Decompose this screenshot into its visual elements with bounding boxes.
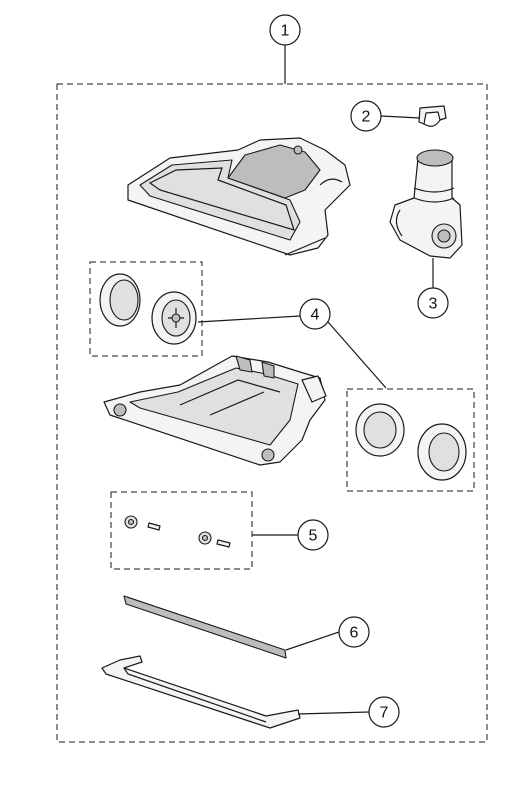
svg-text:3: 3 bbox=[429, 296, 438, 313]
rear-bar-part bbox=[101, 655, 301, 729]
bumper-strip-part bbox=[123, 595, 287, 659]
top-cover-part bbox=[127, 137, 351, 256]
svg-text:5: 5 bbox=[309, 528, 318, 545]
svg-text:2: 2 bbox=[362, 109, 371, 126]
callout-5: 5 bbox=[297, 519, 329, 551]
base-plate-part bbox=[103, 355, 327, 466]
leader-7 bbox=[297, 711, 370, 715]
elbow-connector-part bbox=[389, 149, 463, 259]
wheel-box-left bbox=[89, 261, 203, 357]
leader-4b bbox=[327, 321, 387, 389]
kit-boundary bbox=[56, 83, 488, 743]
leader-4a bbox=[197, 315, 301, 323]
callout-7: 7 bbox=[368, 696, 400, 728]
svg-text:1: 1 bbox=[281, 23, 290, 40]
clip-part bbox=[418, 105, 447, 127]
svg-text:6: 6 bbox=[350, 625, 359, 642]
callout-2: 2 bbox=[350, 100, 382, 132]
callout-1: 1 bbox=[269, 14, 301, 46]
wheel-box-right bbox=[346, 388, 475, 492]
svg-text:7: 7 bbox=[380, 705, 389, 722]
wheel-pair-left-part bbox=[99, 273, 197, 345]
leader-2 bbox=[380, 115, 421, 119]
svg-text:4: 4 bbox=[311, 307, 320, 324]
pins-box bbox=[110, 491, 253, 570]
callout-6: 6 bbox=[338, 616, 370, 648]
axle-pins-part bbox=[124, 515, 231, 548]
callout-4: 4 bbox=[299, 298, 331, 330]
wheel-pair-right-part bbox=[355, 403, 467, 481]
leader-6 bbox=[285, 631, 340, 651]
callout-3: 3 bbox=[417, 287, 449, 319]
